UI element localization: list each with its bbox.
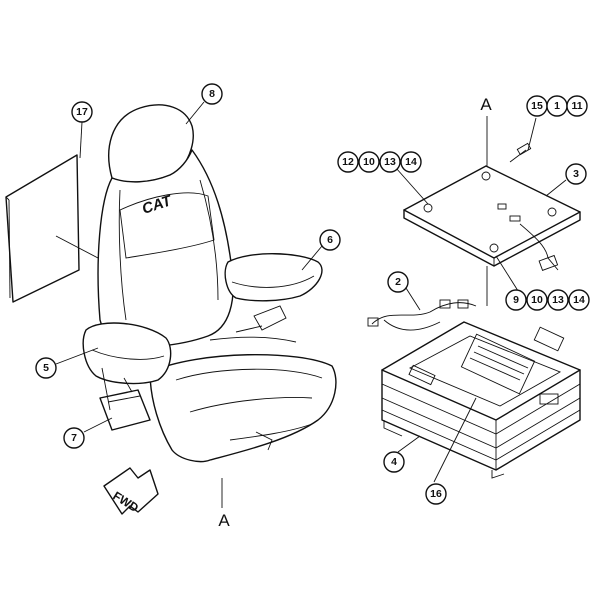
callout-13-lower: 13	[547, 289, 569, 311]
callout-8: 8	[201, 83, 223, 105]
forward-direction-arrow: FWD	[103, 467, 159, 515]
svg-text:14: 14	[405, 156, 417, 168]
svg-text:4: 4	[391, 456, 397, 468]
callout-6: 6	[319, 229, 341, 251]
svg-text:14: 14	[573, 294, 585, 306]
callout-10-upper: 10	[358, 151, 380, 173]
svg-text:5: 5	[43, 362, 49, 374]
svg-text:8: 8	[209, 88, 215, 100]
svg-text:16: 16	[430, 488, 442, 500]
svg-text:9: 9	[513, 294, 519, 306]
callout-11: 11	[566, 95, 588, 117]
seat-reference-label: A	[218, 511, 230, 530]
mounting-stud	[509, 142, 532, 163]
svg-text:13: 13	[384, 156, 396, 168]
leader-lines	[55, 101, 567, 483]
svg-text:15: 15	[531, 100, 543, 112]
callout-15: 15	[526, 95, 548, 117]
svg-text:13: 13	[552, 294, 564, 306]
callout-14-lower: 14	[568, 289, 590, 311]
callout-5: 5	[35, 357, 57, 379]
wiring-harness	[367, 299, 477, 331]
svg-text:6: 6	[327, 234, 333, 246]
callout-4: 4	[383, 451, 405, 473]
seat-suspension-base	[381, 321, 581, 479]
svg-text:3: 3	[573, 168, 579, 180]
seat-cushion-panel	[5, 154, 80, 303]
callout-16: 16	[425, 483, 447, 505]
callout-3: 3	[565, 163, 587, 185]
svg-text:12: 12	[342, 156, 354, 168]
svg-text:10: 10	[531, 294, 543, 306]
operator-seat: CAT	[82, 104, 337, 463]
callout-1: 1	[546, 95, 568, 117]
callout-13-upper: 13	[379, 151, 401, 173]
callout-2: 2	[387, 271, 409, 293]
svg-text:17: 17	[76, 106, 88, 118]
svg-text:10: 10	[363, 156, 375, 168]
callout-9: 9	[505, 289, 527, 311]
callout-10-lower: 10	[526, 289, 548, 311]
seat-mounting-plate	[403, 165, 581, 271]
svg-text:11: 11	[571, 100, 582, 112]
svg-text:7: 7	[71, 432, 77, 444]
callout-14-upper: 14	[400, 151, 422, 173]
callout-17: 17	[71, 101, 93, 123]
callout-7: 7	[63, 427, 85, 449]
svg-text:1: 1	[554, 100, 560, 112]
svg-text:2: 2	[395, 276, 401, 288]
callout-12: 12	[337, 151, 359, 173]
base-reference-label: A	[480, 95, 492, 114]
